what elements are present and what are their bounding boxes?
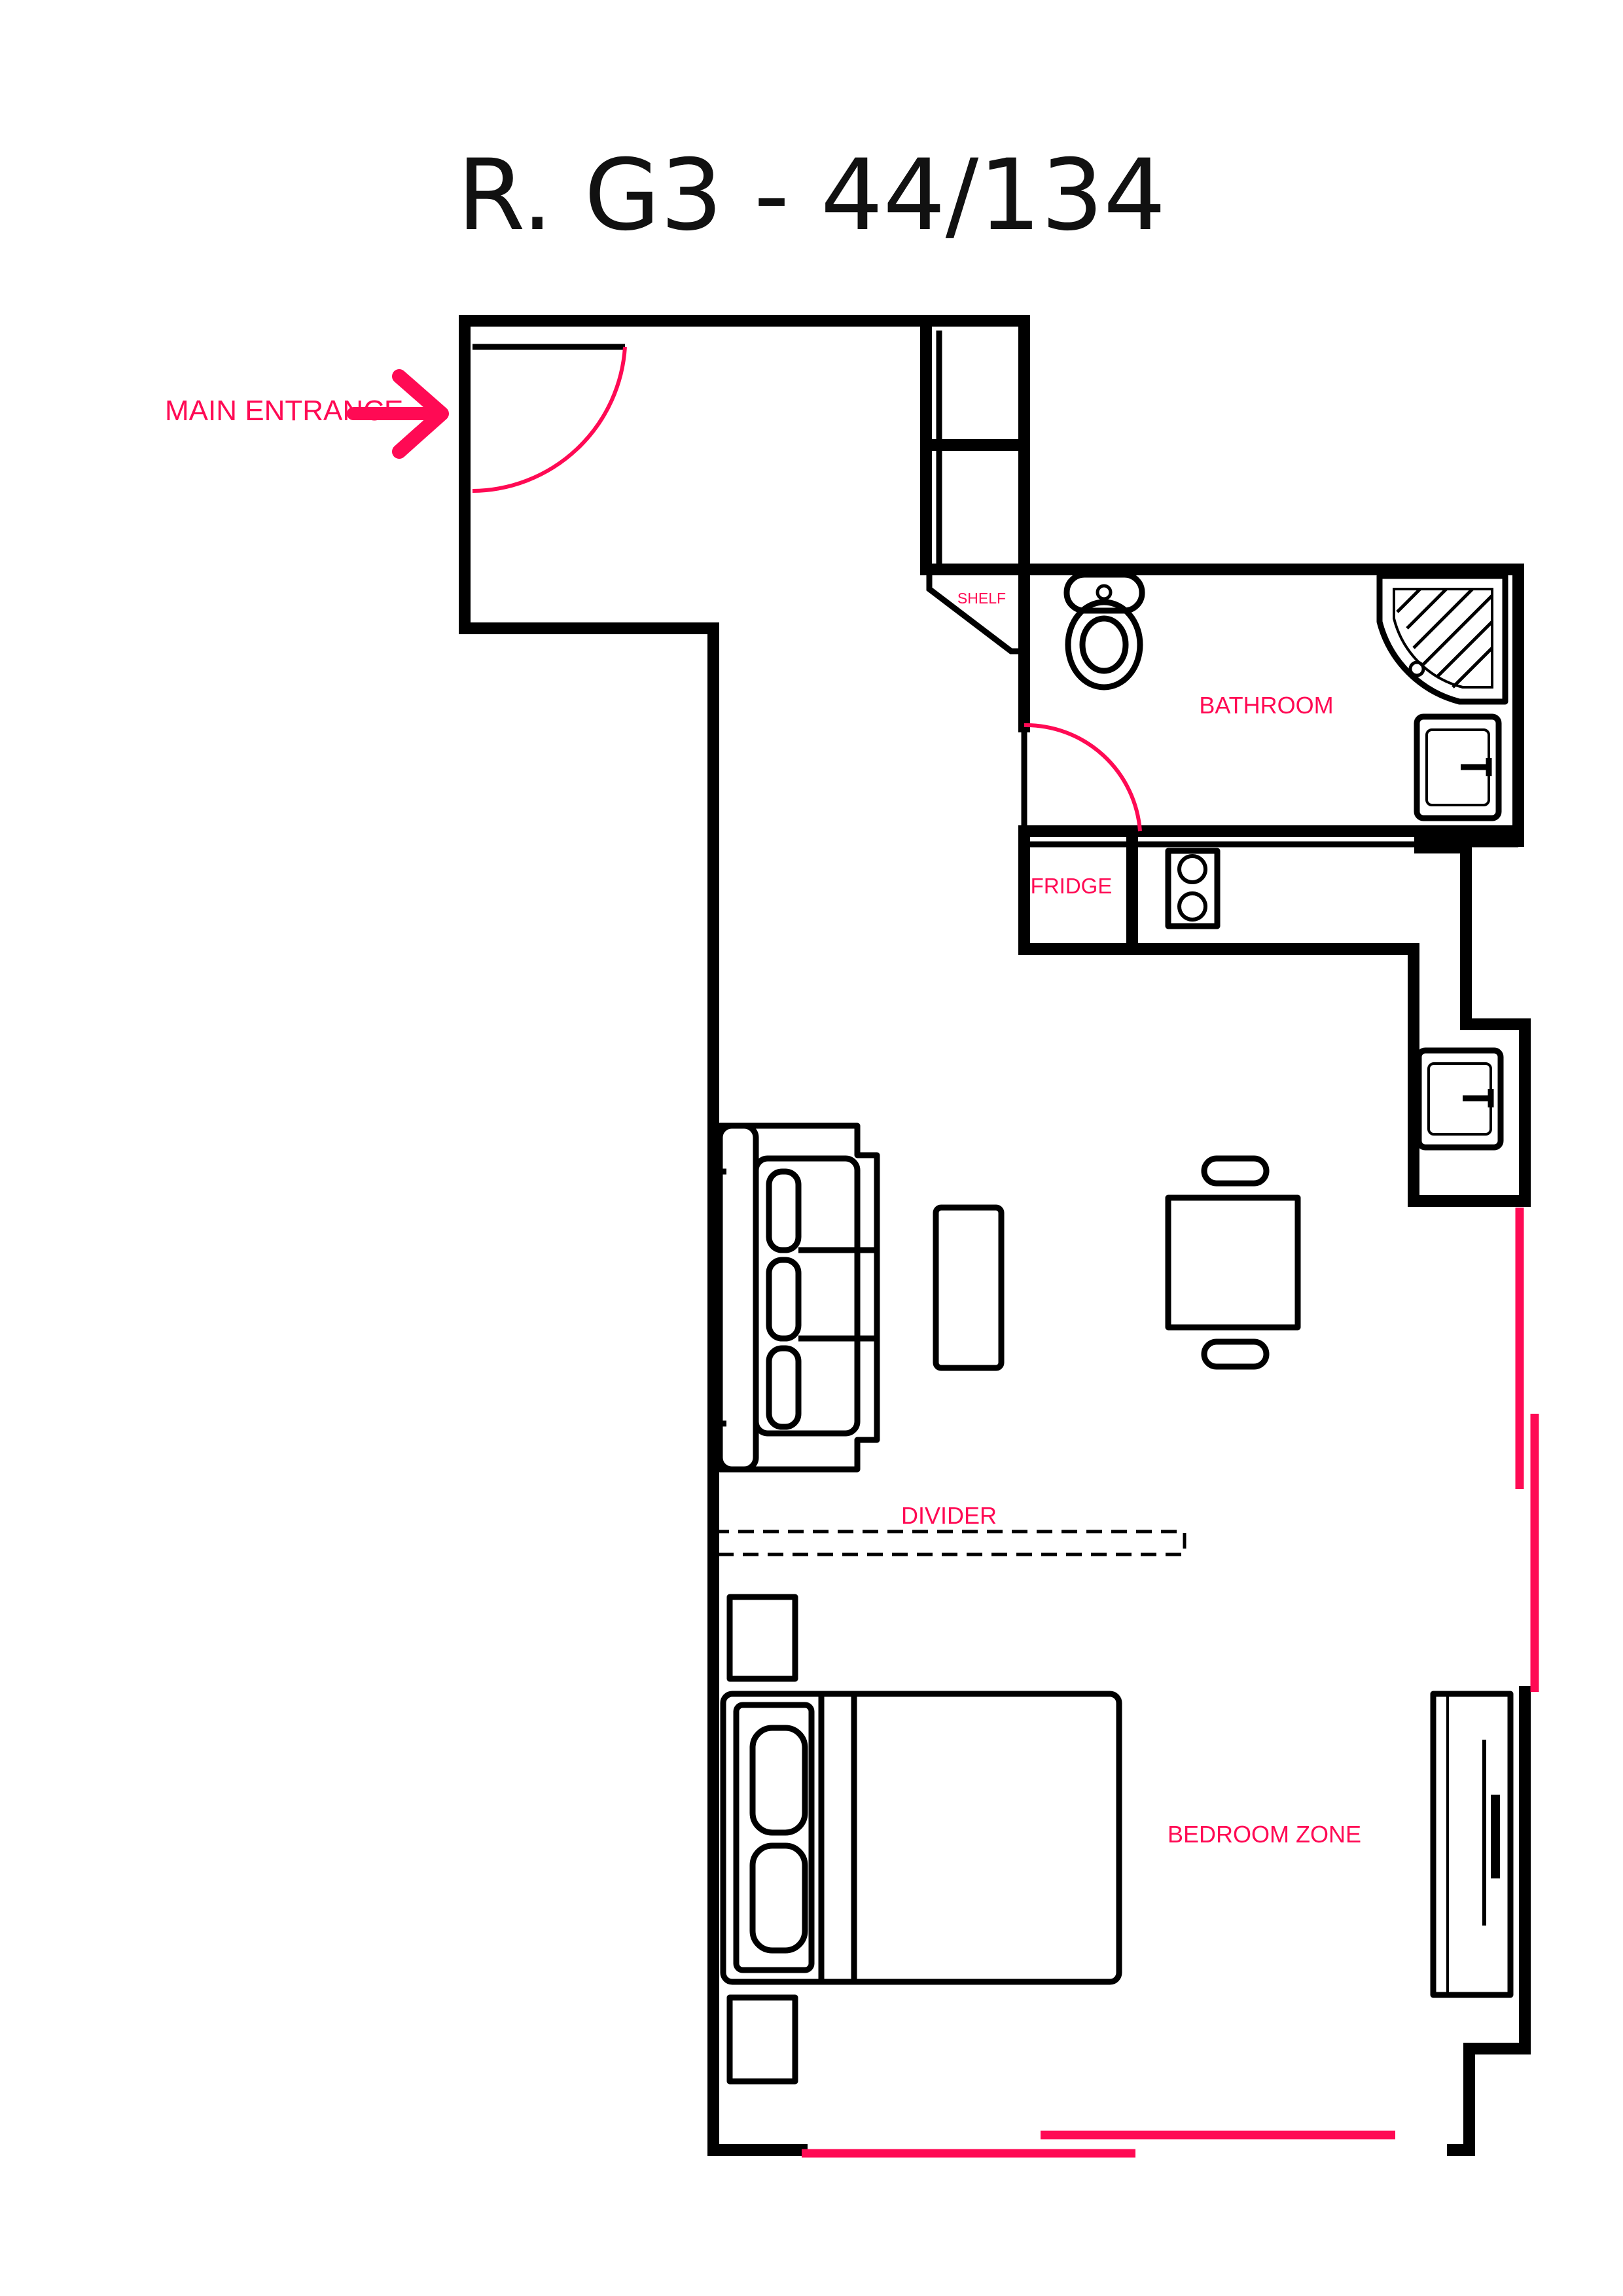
double-bed-icon xyxy=(720,1691,1122,1985)
divider xyxy=(711,1530,1186,1556)
plan-title: R. G3 - 44/134 xyxy=(457,139,1166,253)
bathroom-label: BATHROOM xyxy=(1199,692,1333,719)
sink-icon xyxy=(1414,713,1502,821)
bathroom-door xyxy=(1021,723,1142,832)
entrance-door xyxy=(472,344,627,493)
chair-icon xyxy=(1201,1155,1270,1187)
wardrobe-icon xyxy=(1430,1691,1514,1998)
sofa-icon xyxy=(713,1122,880,1473)
shelf-label: SHELF xyxy=(957,590,1006,607)
window-icon xyxy=(802,2130,1395,2158)
fridge-label: FRIDGE xyxy=(1031,874,1113,898)
nightstand-icon xyxy=(726,1994,798,2085)
bathroom-walls xyxy=(1018,825,1524,848)
main-entrance-label: MAIN ENTRANCE xyxy=(165,395,403,427)
chair-icon xyxy=(1201,1338,1270,1370)
window-icon xyxy=(1515,1208,1539,1692)
dining-table-icon xyxy=(1165,1194,1301,1331)
bedroom-zone-label: BEDROOM ZONE xyxy=(1168,1821,1361,1848)
coffee-table-icon xyxy=(933,1204,1005,1371)
kitchen-block xyxy=(1018,825,1531,1207)
hob-icon xyxy=(1165,848,1221,929)
outer-wall xyxy=(459,315,1531,2156)
shelf-unit xyxy=(920,315,1030,732)
shower-tray-icon xyxy=(1376,573,1508,705)
entrance-arrow-icon xyxy=(347,369,449,459)
nightstand-icon xyxy=(726,1594,798,1682)
toilet-icon xyxy=(1063,571,1145,691)
outer-wall-bottom-right xyxy=(1447,1686,1531,2156)
divider-label: DIVIDER xyxy=(901,1502,997,1529)
sink-icon xyxy=(1416,1047,1504,1151)
dining-set xyxy=(1165,1155,1301,1370)
